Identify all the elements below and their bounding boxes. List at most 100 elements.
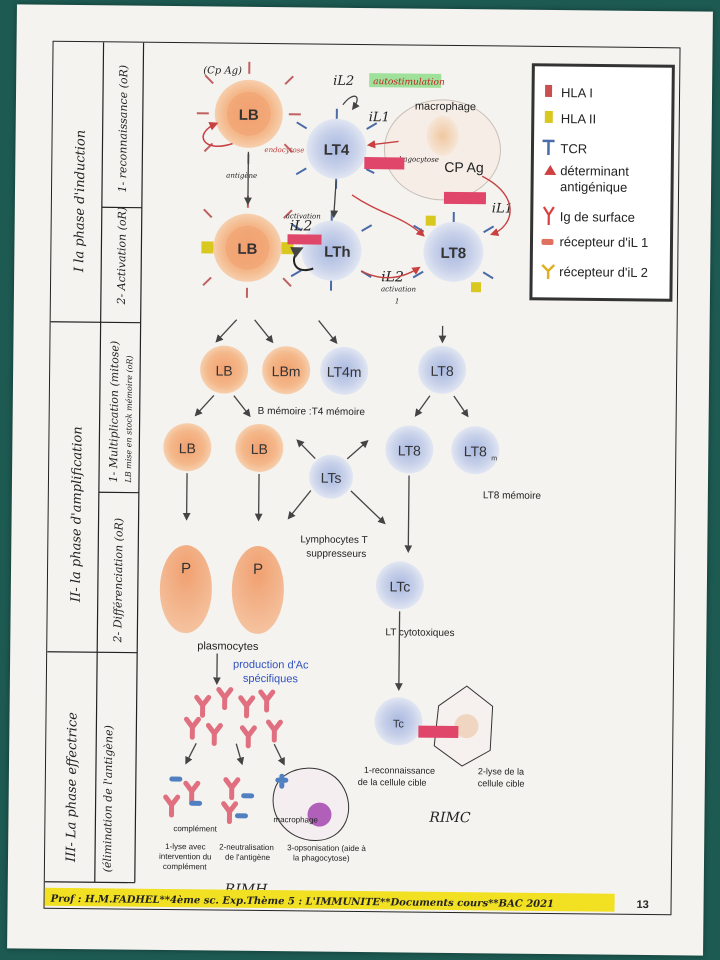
plasmocyte-cell: P	[159, 545, 212, 634]
endocytose-label: endocytose	[264, 146, 304, 154]
legend-label: récepteur d'iL 1	[559, 234, 648, 250]
legend-hla1: HLA I	[545, 84, 593, 100]
il1-label: iL1	[369, 110, 390, 125]
lt4-cell: LT4	[295, 108, 378, 189]
lt8-cell: LT8	[385, 425, 434, 474]
lt8-memory-label: LT8 mémoire	[483, 490, 542, 502]
phagocytose-label: phagocytose	[394, 155, 439, 163]
lt8-memory-cell: LT8 m	[451, 426, 500, 475]
recognition-label-1: 1-reconnaissance	[364, 765, 435, 776]
plasmocyte-cell: P	[231, 545, 284, 634]
phase-2-step-2: 2- Différenciation (oR)	[111, 518, 125, 644]
cell-label: LB	[251, 441, 268, 457]
phase-3-subtitle: (élimination de l'antigène)	[101, 725, 116, 872]
antibody-production-label-2: spécifiques	[243, 673, 299, 686]
legend-label: Ig de surface	[560, 209, 635, 225]
lts-label-1: Lymphocytes T	[300, 534, 367, 546]
cell-label: LB	[215, 362, 232, 378]
legend-ig: Ig de surface	[542, 206, 635, 225]
legend-tcr: TCR	[542, 139, 587, 156]
lts-cell: LTs	[309, 454, 354, 499]
cpag-label: CP Ag	[444, 159, 484, 175]
ltc-label: LT cytotoxiques	[385, 627, 454, 639]
target-lysis-label-2: cellule cible	[478, 778, 525, 788]
legend-hla2: HLA II	[544, 110, 597, 126]
phase-1-step-1: 1- reconnaissance (oR)	[116, 65, 130, 193]
lts-label-2: suppresseurs	[306, 548, 366, 560]
recognition-label-2: de la cellule cible	[358, 777, 427, 788]
cell-label: LT4m	[327, 364, 362, 380]
cell-label: LT8	[441, 245, 467, 262]
lysis-label-3: complément	[163, 862, 207, 871]
phase-2-step-1b: LB mise en stock mémoire (oR)	[124, 355, 134, 483]
cell-label: LT8	[464, 443, 487, 459]
legend: HLA I HLA II TCR déterminant antigénique…	[529, 63, 675, 302]
neutralization-illustration	[221, 777, 255, 825]
cell-label: LB	[237, 241, 257, 258]
antigene-label: antigène	[226, 172, 257, 180]
cell-label: LBm	[272, 363, 301, 379]
phase-2-step-1: 1- Multiplication (mitose)	[107, 341, 121, 483]
plasmocytes-label: plasmocytes	[197, 640, 259, 653]
lbm-cell: LBm	[262, 346, 311, 395]
legend-label: HLA II	[561, 111, 597, 126]
immunity-diagram: I la phase d'induction 1- reconnaissance…	[44, 42, 675, 912]
legend-label: HLA I	[561, 85, 593, 100]
rimc-label: RIMC	[428, 810, 471, 826]
neutralization-label-1: 2-neutralisation	[219, 843, 274, 853]
page-frame: I la phase d'induction 1- reconnaissance…	[43, 40, 681, 916]
cell-label: LT8	[398, 442, 421, 458]
cell-label: LT4	[324, 142, 350, 159]
phase-2-title: II- la phase d'amplification	[69, 426, 86, 603]
lb-cell: LB	[235, 423, 284, 472]
lysis-label-1: 1-lyse avec	[165, 842, 206, 851]
activation-mid-label: activation	[286, 212, 322, 220]
phase-1-title: I la phase d'induction	[72, 130, 88, 273]
phase-1-step-2: 2- Activation (oR)	[115, 207, 129, 306]
legend-determinant: déterminant antigénique	[544, 163, 629, 195]
cell-label: LTc	[389, 578, 410, 594]
number-one-label: 1	[395, 297, 400, 305]
target-cell	[433, 685, 494, 767]
lt4m-cell: LT4m	[320, 346, 369, 395]
lb-cell-activated: LB	[201, 195, 294, 298]
legend-il2-receptor: récepteur d'iL 2	[541, 264, 648, 280]
neutralization-label-2: de l'antigène	[225, 853, 271, 862]
opsonization-illustration	[272, 767, 350, 842]
il2-mid-label: iL2	[290, 218, 313, 234]
cell-label: Tc	[393, 718, 405, 730]
legend-il1-receptor: récepteur d'iL 1	[541, 234, 648, 250]
cell-label: LTh	[324, 244, 351, 261]
activation-bot-label: activation	[381, 285, 417, 293]
footer: Prof : H.M.FADHEL**4ème sc. Exp.Thème 5 …	[44, 887, 649, 912]
footer-text: Prof : H.M.FADHEL**4ème sc. Exp.Thème 5 …	[50, 894, 555, 910]
antibodies-cluster	[183, 687, 283, 749]
lb-cell: LB	[163, 423, 212, 472]
cell-label: LT8	[431, 363, 454, 379]
il1-right-label: iL1	[492, 201, 513, 216]
cpag-top-label: (Cp Ag)	[203, 65, 242, 76]
target-lysis-label-1: 2-lyse de la	[478, 766, 524, 776]
cell-label: LB	[239, 107, 259, 124]
autostimulation-label: autostimulation	[373, 77, 445, 88]
legend-label: récepteur d'iL 2	[559, 264, 648, 280]
opsonization-label-1: 3-opsonisation (aide à	[287, 843, 366, 853]
paper-sheet: I la phase d'induction 1- reconnaissance…	[7, 4, 713, 956]
legend-label-2: antigénique	[560, 179, 627, 195]
cell-label: LTs	[321, 470, 342, 486]
cell-label-sub: m	[491, 455, 497, 462]
complement-lysis-illustration	[163, 776, 203, 818]
tc-cell: Tc	[374, 697, 423, 746]
il2-top-label: iL2	[333, 74, 354, 89]
legend-label: TCR	[560, 141, 587, 156]
cell-label: P	[253, 561, 263, 578]
macrophage-cell	[383, 99, 501, 201]
page-number: 13	[637, 899, 649, 911]
macrophage-2-label: macrophage	[273, 815, 318, 824]
ltc-cell: LTc	[375, 561, 424, 610]
macrophage-label: macrophage	[415, 101, 476, 114]
lt8-cell: LT8	[418, 345, 467, 394]
memory-cells-label: B mémoire :T4 mémoire	[258, 406, 366, 418]
complement-label: complément	[173, 824, 217, 833]
cell-label: P	[181, 560, 191, 577]
